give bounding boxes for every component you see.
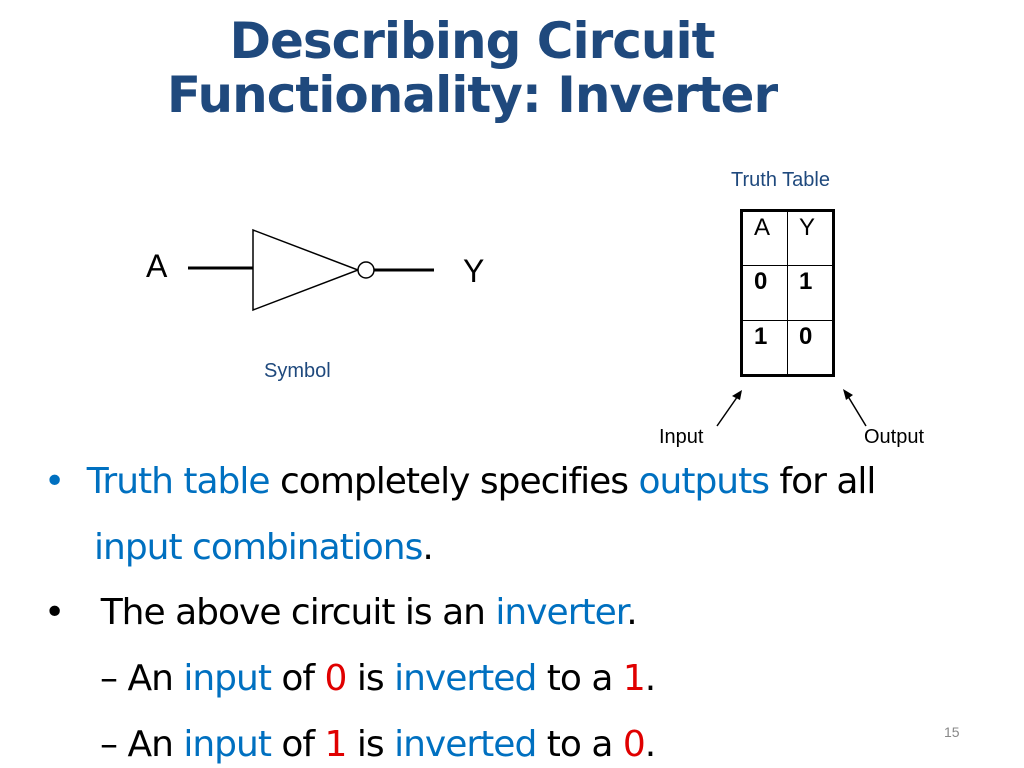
truth-table: A Y 0 1 1 0: [740, 209, 835, 377]
table-annotation-arrows: [716, 389, 867, 427]
sub-bullet-dash: –: [100, 724, 118, 765]
input-annotation: Input: [659, 426, 704, 448]
input-arrow-head: [732, 390, 742, 400]
sub-bullet-1-text: to a: [536, 658, 623, 699]
sub-bullet-2-term-inverted: inverted: [394, 724, 537, 765]
sub-bullet-1-text: is: [346, 658, 395, 699]
gate-output-label: Y: [463, 253, 485, 289]
gate-bubble: [357, 261, 375, 279]
table-cell: 0: [741, 265, 788, 321]
truth-table-caption: Truth Table: [731, 169, 830, 191]
sub-bullet-1-term-input: input: [183, 658, 272, 699]
bullet-marker: •: [44, 461, 65, 502]
bullet-marker: •: [44, 592, 65, 633]
bullet-1-period: .: [422, 527, 433, 568]
sub-bullet-1-period: .: [644, 658, 656, 699]
table-row: 0 1: [741, 265, 834, 321]
output-arrow-line: [845, 392, 867, 427]
sub-bullet-2-text: of: [270, 724, 325, 765]
sub-bullet-2-text: to a: [536, 724, 623, 765]
title-line-2: Functionality: Inverter: [166, 66, 778, 124]
sub-bullet-1-text: An: [117, 658, 184, 699]
sub-bullet-1-text: of: [270, 658, 325, 699]
truth-table-header-a: A: [741, 210, 788, 266]
bullet-2-term-inverter: inverter: [495, 592, 627, 633]
bullet-1: • Truth table completely specifies outpu…: [44, 461, 876, 502]
bullet-2-text: The above circuit is an: [100, 592, 496, 633]
bullet-1-text-end: for all: [768, 461, 876, 502]
truth-table-header-row: A Y: [741, 210, 834, 266]
bullet-2-period: .: [626, 592, 637, 633]
output-arrow-head: [843, 389, 853, 400]
bullet-1-term-input-combinations: input combinations: [94, 527, 423, 568]
bullet-1-term-truth-table: Truth table: [86, 461, 271, 502]
gate-triangle: [252, 228, 361, 312]
bullet-1-term-outputs: outputs: [638, 461, 769, 502]
input-arrow-line: [716, 392, 741, 427]
sub-bullet-1-value-1: 1: [622, 658, 646, 699]
bullet-2: • The above circuit is an inverter.: [44, 592, 638, 633]
table-cell: 0: [787, 320, 834, 376]
page-number: 15: [944, 724, 960, 740]
sub-bullet-2-text: An: [117, 724, 184, 765]
symbol-caption: Symbol: [264, 360, 331, 382]
gate-input-label: A: [146, 248, 168, 284]
table-row: 1 0: [741, 320, 834, 376]
sub-bullet-2-value-0: 0: [622, 724, 646, 765]
sub-bullet-dash: –: [100, 658, 118, 699]
inverter-gate-symbol: [188, 228, 434, 312]
slide-title: Describing Circuit Functionality: Invert…: [0, 14, 944, 122]
sub-bullet-2-term-input: input: [183, 724, 272, 765]
bullet-1-continuation: input combinations.: [94, 527, 434, 568]
sub-bullet-1-value-0: 0: [324, 658, 348, 699]
sub-bullet-2-text: is: [346, 724, 395, 765]
title-line-1: Describing Circuit: [229, 12, 715, 70]
sub-bullet-2-value-1: 1: [324, 724, 348, 765]
sub-bullet-2-period: .: [644, 724, 656, 765]
output-annotation: Output: [864, 426, 925, 448]
sub-bullet-1-term-inverted: inverted: [394, 658, 537, 699]
sub-bullet-2: – An input of 1 is inverted to a 0.: [100, 724, 656, 765]
table-cell: 1: [741, 320, 788, 376]
truth-table-header-y: Y: [787, 210, 834, 266]
bullet-1-text: completely specifies: [269, 461, 639, 502]
sub-bullet-1: – An input of 0 is inverted to a 1.: [100, 658, 656, 699]
table-cell: 1: [787, 265, 834, 321]
